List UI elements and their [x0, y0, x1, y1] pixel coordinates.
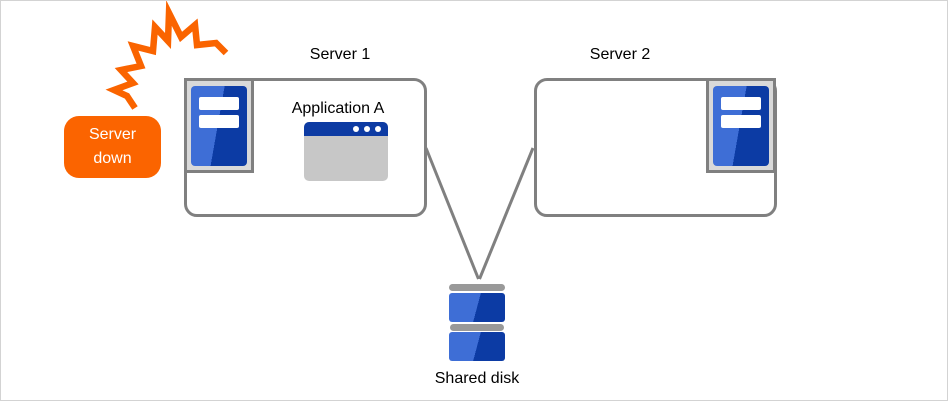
server-tower-icon [191, 86, 247, 166]
tower-bay-bar [721, 115, 761, 128]
server1-tower-frame [184, 78, 254, 173]
server2-tower-frame [706, 78, 776, 173]
shared-disk-label: Shared disk [434, 370, 520, 387]
tower-bay-bar [199, 97, 239, 110]
disk-platter [449, 332, 505, 361]
application-a-label: Application A [291, 100, 385, 117]
server-tower-icon [713, 86, 769, 166]
server-down-badge-label: Server down [88, 126, 137, 167]
window-titlebar [304, 122, 388, 136]
connector-server1-disk [424, 147, 480, 280]
server-down-badge: Server down [64, 116, 161, 178]
window-dot [364, 126, 370, 132]
server2-label: Server 2 [589, 46, 651, 63]
connector-server2-disk [478, 147, 535, 280]
tower-bay-bar [721, 97, 761, 110]
disk-stack-icon [449, 284, 505, 361]
explosion-zigzag-icon [105, 1, 229, 110]
server1-label: Server 1 [309, 46, 371, 63]
tower-bay-bar [199, 115, 239, 128]
window-dot [375, 126, 381, 132]
disk-bar [450, 324, 504, 331]
disk-bar [449, 284, 505, 291]
disk-platter [449, 293, 505, 322]
application-window-icon [304, 122, 388, 181]
window-dot [353, 126, 359, 132]
